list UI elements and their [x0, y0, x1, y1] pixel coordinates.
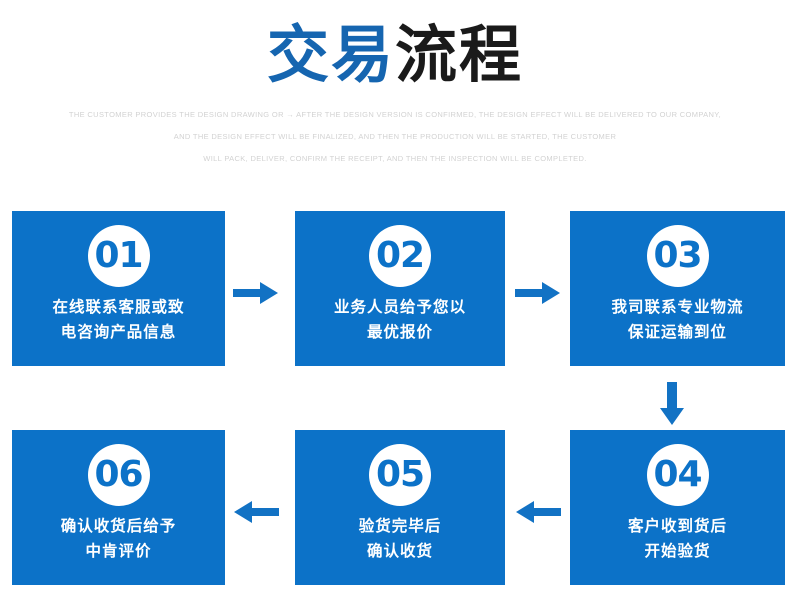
arrow-down-icon-step3-to-step4 [655, 382, 689, 426]
steps-row-bottom: 06 确认收货后给予 中肯评价 05 验货完毕后 确认收货 04 客户收到货后 … [0, 430, 790, 585]
step-text-06-line1: 确认收货后给予 [60, 517, 177, 535]
step-number-badge-04: 04 [646, 444, 709, 506]
header: 交易流程 THE CUSTOMER PROVIDES THE DESIGN DR… [0, 0, 790, 170]
step-text-03: 我司联系专业物流 保证运输到位 [570, 295, 785, 345]
step-text-04-line1: 客户收到货后 [627, 517, 727, 535]
step-card-01[interactable]: 01 在线联系客服或致 电咨询产品信息 [12, 211, 225, 366]
step-text-03-line1: 我司联系专业物流 [611, 298, 744, 316]
step-number-badge-02: 02 [369, 225, 431, 287]
step-card-06[interactable]: 06 确认收货后给予 中肯评价 [12, 430, 225, 585]
step-card-02[interactable]: 02 业务人员给予您以 最优报价 [295, 211, 505, 366]
subtitle-block: THE CUSTOMER PROVIDES THE DESIGN DRAWING… [45, 90, 745, 170]
page-title: 交易流程 [0, 0, 790, 90]
arrow-right-icon-step2-to-step3 [515, 276, 561, 310]
step-card-04[interactable]: 04 客户收到货后 开始验货 [570, 430, 785, 585]
page-title-rest: 流程 [395, 18, 524, 91]
step-text-02: 业务人员给予您以 最优报价 [295, 295, 505, 345]
step-text-01: 在线联系客服或致 电咨询产品信息 [12, 295, 225, 345]
step-number-badge-01: 01 [87, 225, 150, 287]
step-text-05-line2: 确认收货 [366, 542, 433, 560]
subtitle-line-1: THE CUSTOMER PROVIDES THE DESIGN DRAWING… [68, 110, 722, 119]
step-text-02-line2: 最优报价 [366, 323, 433, 341]
step-text-06: 确认收货后给予 中肯评价 [12, 514, 225, 564]
step-number-badge-03: 03 [646, 225, 709, 287]
page-title-accent: 交易 [266, 18, 395, 91]
step-text-04: 客户收到货后 开始验货 [570, 514, 785, 564]
step-text-05-line1: 验货完毕后 [358, 517, 442, 535]
step-text-04-line2: 开始验货 [644, 542, 711, 560]
steps-row-top: 01 在线联系客服或致 电咨询产品信息 02 业务人员给予您以 最优报价 03 … [0, 211, 790, 366]
step-text-06-line2: 中肯评价 [85, 542, 152, 560]
subtitle-line-3: WILL PACK, DELIVER, CONFIRM THE RECEIPT,… [203, 154, 587, 163]
subtitle-line-2: AND THE DESIGN EFFECT WILL BE FINALIZED,… [173, 132, 617, 141]
step-text-01-line2: 电咨询产品信息 [60, 323, 177, 341]
step-text-01-line1: 在线联系客服或致 [52, 298, 185, 316]
arrow-right-icon-step1-to-step2 [233, 276, 279, 310]
step-text-02-line1: 业务人员给予您以 [333, 298, 466, 316]
arrow-left-icon-step5-to-step6 [233, 495, 279, 529]
arrow-left-icon-step4-to-step5 [515, 495, 561, 529]
step-card-03[interactable]: 03 我司联系专业物流 保证运输到位 [570, 211, 785, 366]
step-text-03-line2: 保证运输到位 [627, 323, 727, 341]
step-text-05: 验货完毕后 确认收货 [295, 514, 505, 564]
step-number-badge-06: 06 [87, 444, 150, 506]
step-card-05[interactable]: 05 验货完毕后 确认收货 [295, 430, 505, 585]
steps-grid: 01 在线联系客服或致 电咨询产品信息 02 业务人员给予您以 最优报价 03 … [0, 211, 790, 585]
step-number-badge-05: 05 [369, 444, 431, 506]
